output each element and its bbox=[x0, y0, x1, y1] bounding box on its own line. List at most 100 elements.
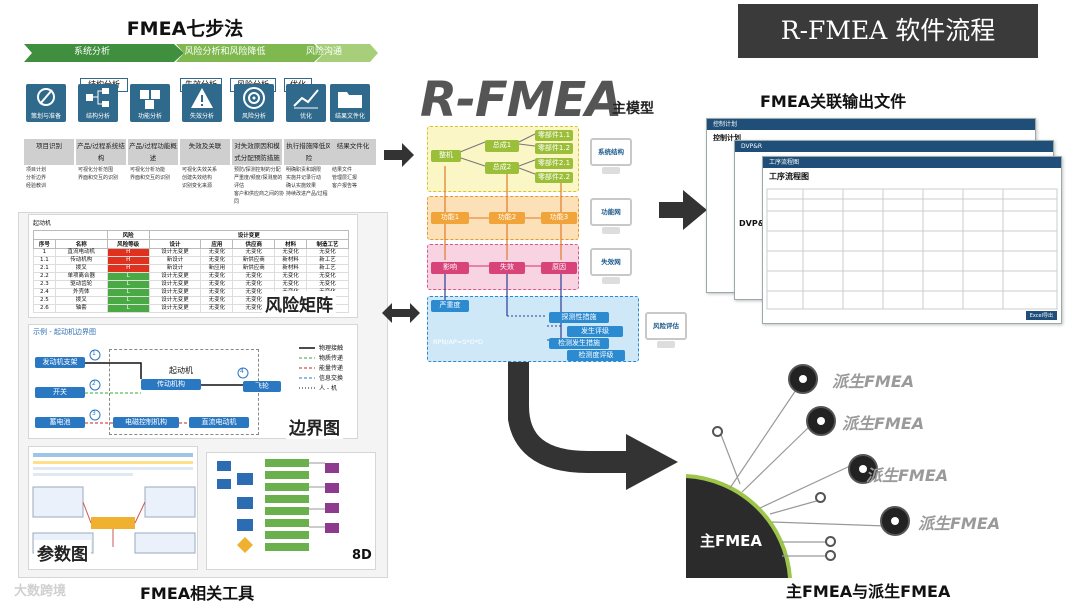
step-tile-structure[interactable]: 结构分析 bbox=[78, 84, 118, 122]
node-battery: 蓄电池 bbox=[35, 417, 85, 428]
matrix-col-header: 风险等级 bbox=[106, 239, 150, 249]
matrix-cell: 驱动齿轮 bbox=[54, 280, 108, 289]
main-fmea-label: 主FMEA bbox=[700, 532, 763, 550]
arrow-right-icon bbox=[384, 143, 414, 167]
derived-fmea-1: 派生FMEA bbox=[832, 372, 915, 391]
matrix-cell: 2.3 bbox=[33, 280, 56, 289]
derived-ring-1 bbox=[788, 364, 818, 394]
node-function-3[interactable]: 功能3 bbox=[541, 212, 577, 224]
watermark-text: 大数跨境 bbox=[14, 584, 67, 599]
step-tile-label: 功能分析 bbox=[137, 113, 162, 120]
step-tile-function[interactable]: 功能分析 bbox=[130, 84, 170, 122]
8d-flow-thumbnail bbox=[217, 459, 339, 553]
node-dc-motor: 直流电动机 bbox=[189, 417, 249, 428]
node-sub1[interactable]: 总成1 bbox=[485, 140, 519, 152]
node-occurrence-rating[interactable]: 发生评级 bbox=[567, 326, 623, 337]
step-tile-planning[interactable]: 策划与准备 bbox=[26, 84, 66, 122]
matrix-cell: 无变化 bbox=[274, 248, 308, 257]
marker-3: 3 bbox=[92, 410, 96, 417]
node-switch: 开关 bbox=[35, 387, 85, 398]
matrix-col-header: 制造工艺 bbox=[306, 239, 349, 249]
risk-level-cell: L bbox=[106, 272, 150, 281]
matrix-cell: 设计无变更 bbox=[148, 304, 202, 313]
matrix-cell: 无变化 bbox=[200, 296, 234, 305]
bullet-item: 识别变化来源 bbox=[182, 183, 213, 189]
node-effect[interactable]: 影响 bbox=[431, 262, 469, 274]
doc-tab[interactable]: 工序流程图 bbox=[769, 159, 800, 166]
monitor-label: 系统结构 bbox=[590, 138, 632, 166]
step-tile-document[interactable]: 结果文件化 bbox=[330, 84, 370, 122]
export-button[interactable]: Excel导出 bbox=[1025, 311, 1057, 320]
monitor-system-structure[interactable]: 系统结构 bbox=[590, 138, 632, 176]
node-part-1-2[interactable]: 零部件1.2 bbox=[535, 143, 573, 154]
node-part-1-1[interactable]: 零部件1.1 bbox=[535, 130, 573, 141]
param-label: 参数图 bbox=[34, 540, 91, 565]
matrix-cell: 新工艺 bbox=[306, 264, 349, 273]
node-function-1[interactable]: 功能1 bbox=[431, 212, 469, 224]
matrix-cell: 无变化 bbox=[200, 280, 234, 289]
matrix-cell: 轴套 bbox=[54, 304, 108, 313]
monitor-failure-net[interactable]: 失效网 bbox=[590, 248, 632, 286]
step-bullets-structure: 可视化分析范围 界面和交互的识别 bbox=[78, 166, 128, 182]
node-failure[interactable]: 失效 bbox=[489, 262, 525, 274]
node-occurrence-measure[interactable]: 检测发生措施 bbox=[549, 338, 609, 349]
bullet-item: 持续改进产品/过程 bbox=[286, 191, 328, 197]
risk-level-cell: H bbox=[106, 264, 150, 273]
monitor-function-net[interactable]: 功能网 bbox=[590, 198, 632, 236]
doc-tabbar: DVP&R bbox=[735, 141, 1053, 152]
step-tile-risk[interactable]: 风险分析 bbox=[234, 84, 274, 122]
doc-process-flow[interactable]: 工序流程图 工序流程图 Excel导出 bbox=[762, 156, 1062, 324]
double-arrow-icon bbox=[382, 303, 420, 323]
node-severity[interactable]: 严重度 bbox=[431, 300, 469, 312]
node-detect-measure[interactable]: 探测性措施 bbox=[549, 312, 609, 323]
matrix-cell: 新工艺 bbox=[306, 256, 349, 265]
derived-fmea-4: 派生FMEA bbox=[918, 514, 1001, 533]
step-bullets-risk: 预防/探测控制的分配 严重度/频度/探测度的评估 客户和供应商之间的协同 bbox=[234, 166, 284, 206]
derived-ring-4 bbox=[880, 506, 910, 536]
node-flywheel: 飞轮 bbox=[243, 381, 281, 392]
doc-tabbar: 工序流程图 bbox=[763, 157, 1061, 168]
monitor-label: 风险评估 bbox=[645, 312, 687, 340]
matrix-cell: 设计无变更 bbox=[148, 272, 202, 281]
node-function-2[interactable]: 功能2 bbox=[489, 212, 525, 224]
matrix-col-header: 设计 bbox=[148, 239, 202, 249]
node-cause[interactable]: 原因 bbox=[541, 262, 577, 274]
derived-fmea-diagram bbox=[685, 383, 887, 579]
node-detection-rating[interactable]: 检测度评级 bbox=[567, 350, 625, 361]
step-header-function: 产品/过程功能概述 bbox=[128, 139, 178, 165]
marker-4: 4 bbox=[240, 368, 244, 375]
boundary-system: 起动机 bbox=[169, 366, 193, 375]
derived-caption: 主FMEA与派生FMEA bbox=[786, 582, 951, 601]
step-header-risk: 对失效原因和模式分配预防措施 bbox=[232, 139, 282, 165]
bullet-item: 界面和交互的识别 bbox=[130, 175, 171, 181]
boundary-frame bbox=[109, 349, 259, 435]
node-part-2-1[interactable]: 零部件2.1 bbox=[535, 158, 573, 169]
monitor-label: 功能网 bbox=[590, 198, 632, 226]
matrix-cell: 设计无变更 bbox=[148, 248, 202, 257]
matrix-cell: 1 bbox=[33, 248, 56, 257]
matrix-cell: 无变化 bbox=[200, 304, 234, 313]
bullet-item: 可视化分析功能 bbox=[130, 167, 166, 173]
doc-tab[interactable]: DVP&R bbox=[741, 143, 763, 150]
doc-title: DVP&R bbox=[739, 219, 771, 228]
node-part-2-2[interactable]: 零部件2.2 bbox=[535, 172, 573, 183]
boundary-legend: 物理接触 物质传递 能量传递 信息交换 人 - 机 bbox=[319, 344, 343, 394]
derived-dot bbox=[712, 426, 723, 437]
hierarchy-icon bbox=[86, 88, 109, 107]
step-tile-label: 失效分析 bbox=[189, 113, 214, 120]
bullet-item: 分析边界 bbox=[26, 175, 47, 181]
matrix-cell: 新材料 bbox=[274, 264, 308, 273]
step-tile-optimize[interactable]: 优化 bbox=[286, 84, 326, 122]
monitor-risk-assessment[interactable]: 风险评估 bbox=[645, 312, 687, 350]
wrench-icon bbox=[37, 88, 55, 106]
matrix-col-header: 应用 bbox=[200, 239, 234, 249]
node-root[interactable]: 整机 bbox=[431, 150, 461, 162]
step-tile-failure[interactable]: 失效分析 bbox=[182, 84, 222, 122]
doc-tab[interactable]: 控制计划 bbox=[713, 121, 738, 128]
matrix-cell: 1.1 bbox=[33, 256, 56, 265]
derived-fmea-3: 派生FMEA bbox=[866, 466, 949, 485]
step-header-structure: 产品/过程系统结构 bbox=[76, 139, 126, 165]
node-sub2[interactable]: 总成2 bbox=[485, 162, 519, 174]
